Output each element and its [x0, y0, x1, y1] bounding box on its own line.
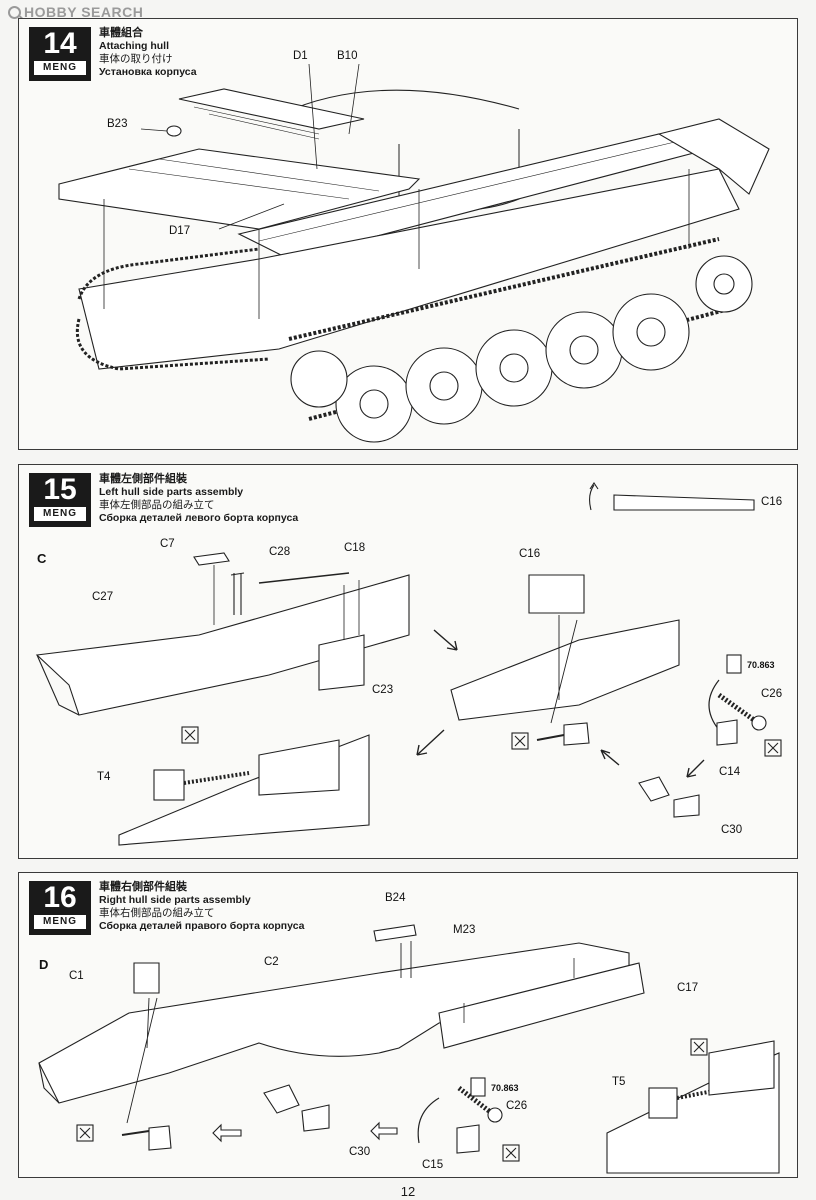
label-t4: T4	[97, 771, 111, 783]
title-zh: 車體右側部件組裝	[99, 881, 187, 893]
step-number: 15	[43, 473, 77, 506]
label-b10: B10	[337, 50, 357, 62]
section-letter: C	[37, 551, 47, 566]
step-titles: 車體右側部件組裝 Right hull side parts assembly …	[99, 881, 305, 933]
label-d17: D17	[169, 225, 190, 237]
step-16-diagram: D B24 M23 C1 C2 C17 70.863 C26 C30 C15 T…	[38, 892, 780, 1174]
step-14-diagram: D1 B10 B23 D17	[58, 50, 770, 443]
label-c17: C17	[677, 982, 698, 994]
step-badge: 14 MENG	[29, 27, 91, 81]
paint-code: 70.863	[491, 1083, 519, 1093]
label-c15: C15	[422, 1159, 443, 1171]
magnifier-icon	[8, 5, 21, 19]
title-ja: 車体右側部品の組み立て	[99, 907, 215, 919]
label-c27: C27	[92, 591, 113, 603]
label-c7: C7	[160, 538, 175, 550]
title-zh: 車體組合	[99, 27, 143, 39]
step-16-panel: D B24 M23 C1 C2 C17 70.863 C26 C30 C15 T…	[18, 872, 798, 1178]
label-m23: M23	[453, 924, 475, 936]
step-titles: 車體左側部件組裝 Left hull side parts assembly 車…	[99, 473, 298, 525]
label-c14: C14	[719, 766, 741, 778]
watermark-text: HOBBY SEARCH	[24, 4, 144, 20]
title-ru: Установка корпуса	[99, 66, 197, 78]
label-c16-top: C16	[761, 496, 782, 508]
title-ru: Сборка деталей правого борта корпуса	[99, 920, 305, 932]
step-titles: 車體組合 Attaching hull 車体の取り付け Установка ко…	[99, 27, 197, 79]
brand-logo: MENG	[34, 507, 86, 521]
title-ja: 車体の取り付け	[99, 53, 173, 65]
step-15-diagram: C C7 C28 C18 C27 C23 C16 C16 70.863 C26 …	[35, 482, 782, 846]
title-ru: Сборка деталей левого борта корпуса	[99, 512, 299, 524]
label-c30: C30	[349, 1146, 370, 1158]
brand-logo: MENG	[34, 915, 86, 929]
section-letter: D	[39, 957, 48, 972]
step-15-panel: C C7 C28 C18 C27 C23 C16 C16 70.863 C26 …	[18, 464, 798, 859]
title-ja: 車体左側部品の組み立て	[99, 499, 215, 511]
watermark: HOBBY SEARCH	[8, 4, 143, 20]
label-c18: C18	[344, 542, 365, 554]
step-14-panel: D1 B10 B23 D17 14 MENG 車體組合 Attaching hu…	[18, 18, 798, 450]
step-number: 14	[43, 27, 77, 60]
label-c2: C2	[264, 956, 279, 968]
step-number: 16	[43, 881, 77, 914]
label-c16: C16	[519, 548, 540, 560]
label-c28: C28	[269, 546, 290, 558]
label-b24: B24	[385, 892, 406, 904]
step-badge: 16 MENG	[29, 881, 91, 935]
page-number: 12	[400, 1184, 416, 1199]
step-badge: 15 MENG	[29, 473, 91, 527]
title-zh: 車體左側部件組裝	[99, 473, 187, 485]
label-c23: C23	[372, 684, 393, 696]
paint-code: 70.863	[747, 660, 775, 670]
label-c26: C26	[506, 1100, 527, 1112]
brand-logo: MENG	[34, 61, 86, 75]
title-en: Left hull side parts assembly	[99, 486, 244, 498]
label-t5: T5	[612, 1076, 625, 1088]
title-en: Attaching hull	[99, 40, 169, 52]
title-en: Right hull side parts assembly	[99, 894, 251, 906]
label-c1: C1	[69, 970, 84, 982]
label-c30: C30	[721, 824, 742, 836]
label-c26: C26	[761, 688, 782, 700]
label-b23: B23	[107, 118, 127, 130]
label-d1: D1	[293, 50, 308, 62]
